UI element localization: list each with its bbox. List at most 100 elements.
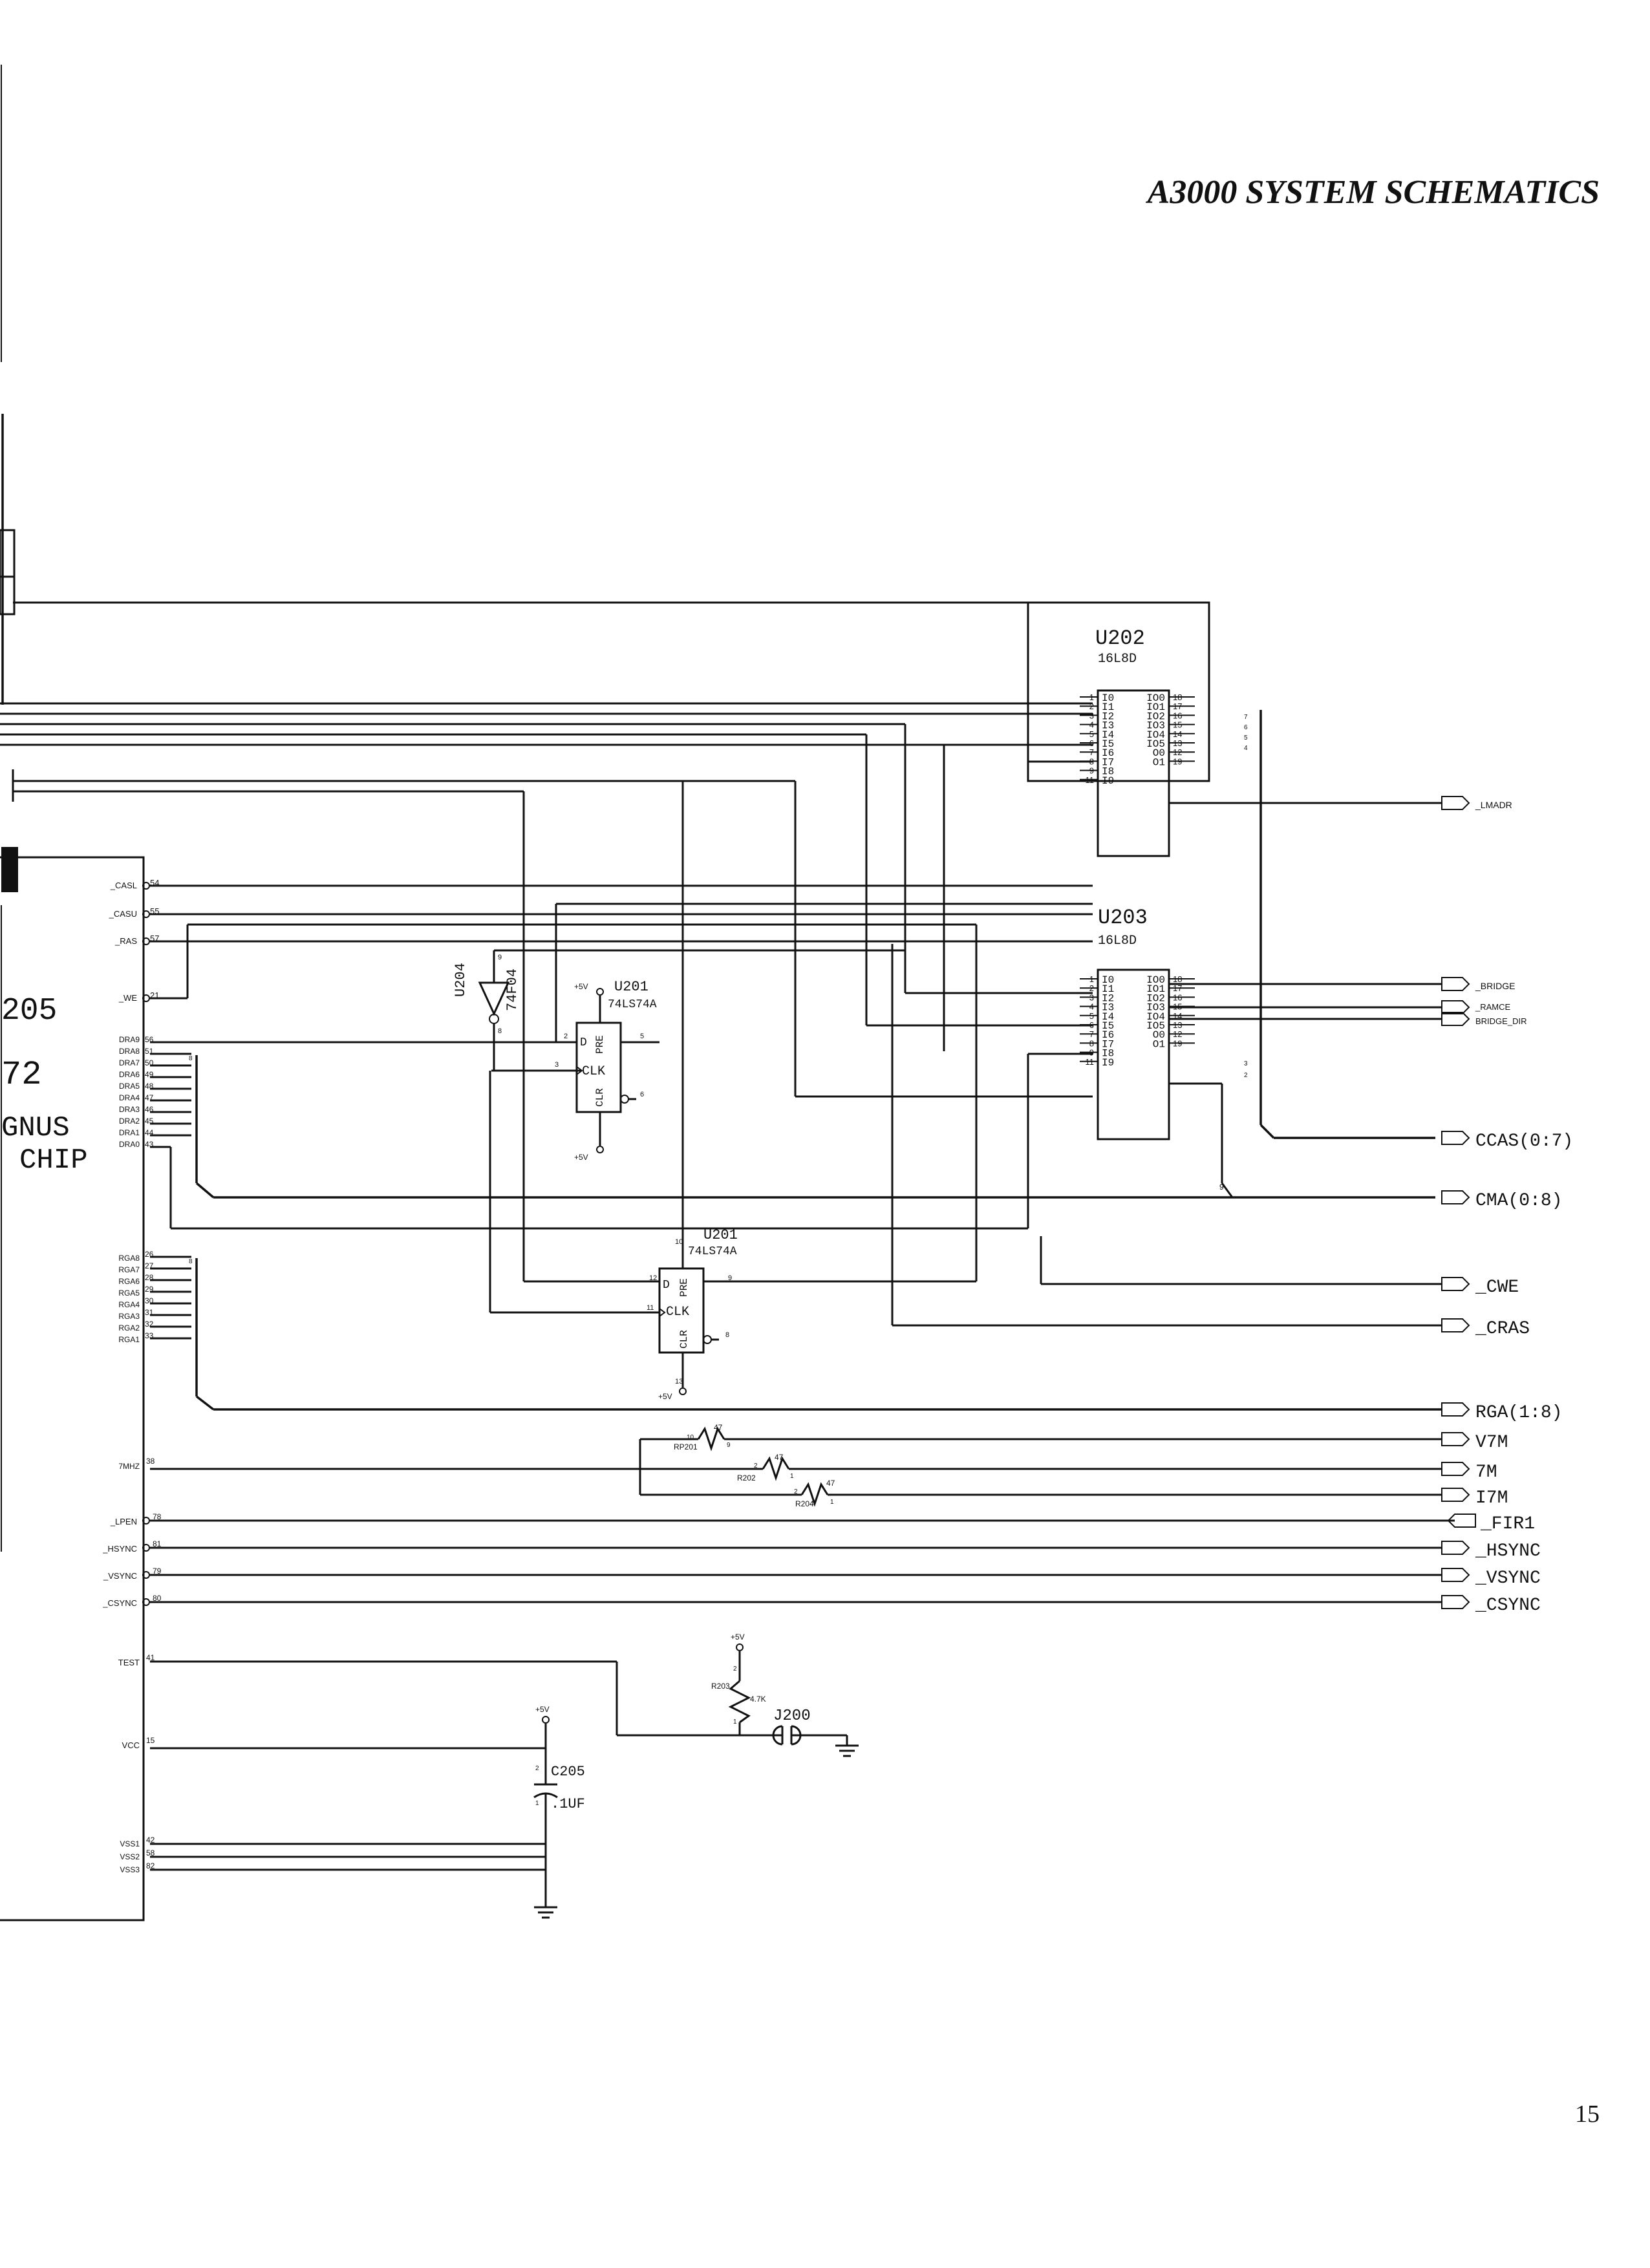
- bus-width: 6: [1244, 724, 1248, 731]
- ff-clr-label: CLR: [594, 1088, 606, 1107]
- ff-clr-label: CLR: [678, 1330, 690, 1349]
- ff-clk-label: CLK: [582, 1064, 605, 1079]
- pin-label: DRA2: [119, 1117, 140, 1126]
- agnus-name-1: GNUS: [1, 1112, 70, 1144]
- connector-hsync: _HSYNC: [1441, 1541, 1541, 1561]
- c205-pin-b: 1: [535, 1800, 539, 1807]
- rp201-pin-b: 9: [727, 1442, 731, 1449]
- connector-i7m: I7M: [1441, 1488, 1508, 1508]
- r203-ref: R203: [711, 1682, 730, 1691]
- pal-input-name: I4: [1102, 729, 1114, 741]
- pin-number: 80: [153, 1594, 162, 1603]
- agnus-name-2: CHIP: [19, 1144, 88, 1177]
- pin-label: VCC: [122, 1740, 140, 1750]
- pin-label: _VSYNC: [103, 1571, 137, 1581]
- u204-type: 74F04: [504, 968, 520, 1011]
- pal-input-pin: 9: [1089, 766, 1094, 776]
- pal-output-pin: 16: [1173, 711, 1182, 720]
- u201a-pin-clk: 3: [555, 1061, 559, 1069]
- pin-label: RGA1: [118, 1335, 140, 1344]
- pin-label: _WE: [118, 993, 138, 1003]
- u201b-type: 74LS74A: [688, 1245, 737, 1258]
- connector-label: I7M: [1475, 1488, 1508, 1508]
- connector-label: _BRIDGE: [1475, 981, 1515, 991]
- r204-pin-a: 2: [794, 1488, 798, 1495]
- connector-label: _RAMCE: [1475, 1002, 1511, 1012]
- pal-output-pin: 17: [1173, 701, 1182, 711]
- pin-number: 81: [153, 1539, 162, 1548]
- pal-input-pin: 11: [1086, 775, 1095, 785]
- u202-ref: U202: [1095, 626, 1145, 650]
- rp201-value: 47: [714, 1423, 723, 1432]
- pin-label: _CSYNC: [102, 1598, 137, 1608]
- connector-label: CMA(0:8): [1475, 1191, 1562, 1211]
- pin-label: _CASL: [110, 881, 137, 890]
- bus-width: 4: [1244, 745, 1248, 752]
- pal-input-pin: 8: [1089, 756, 1094, 766]
- pal-output-pin: 12: [1173, 747, 1182, 757]
- pal-input-pin: 5: [1089, 1011, 1094, 1021]
- pin-label: VSS3: [120, 1865, 140, 1874]
- pin-label: 7MHZ: [118, 1462, 140, 1471]
- pal-output-name: IO0: [1146, 974, 1165, 986]
- connector-ccas: CCAS(0:7): [1441, 1131, 1573, 1151]
- pal-input-pin: 7: [1089, 1029, 1094, 1039]
- u202-pal: U202 16L8D: [1027, 601, 1210, 857]
- ff-d-label: D: [663, 1279, 670, 1292]
- pin-label: VSS1: [120, 1839, 140, 1848]
- pal-output-pin: 18: [1173, 974, 1182, 984]
- pal-output-pin: 15: [1173, 720, 1182, 730]
- connector-label: _CSYNC: [1475, 1596, 1541, 1616]
- u201b-pin-pre: 10: [675, 1238, 683, 1246]
- connector-bridge-dir: BRIDGE_DIR: [1441, 1012, 1527, 1026]
- agnus-control-wires: [150, 724, 1093, 1283]
- pin-label: VSS2: [120, 1852, 140, 1861]
- connector-label: V7M: [1475, 1433, 1508, 1453]
- pal-output-name: IO1: [1146, 983, 1165, 995]
- pin-number: 79: [153, 1567, 162, 1576]
- pal-output-pin: 12: [1173, 1029, 1182, 1039]
- pal-output-name: O1: [1153, 1038, 1165, 1050]
- r202-value: 47: [775, 1453, 784, 1462]
- pal-input-pin: 2: [1089, 983, 1094, 993]
- pal-input-pin: 5: [1089, 729, 1094, 739]
- pal-output-name: IO3: [1146, 1002, 1165, 1014]
- pal-input-name: I1: [1102, 983, 1114, 995]
- pal-output-pin: 16: [1173, 992, 1182, 1002]
- connector-cras: _CRAS: [1441, 1318, 1530, 1339]
- connector-cwe: _CWE: [1441, 1277, 1519, 1298]
- sync-wires: [150, 1519, 1455, 1603]
- u202-type: 16L8D: [1098, 652, 1137, 667]
- r202-pin-a: 2: [754, 1462, 758, 1470]
- u204-pin-out: 8: [498, 1027, 502, 1035]
- pal-input-name: I8: [1102, 1048, 1114, 1060]
- pin-label: DRA1: [119, 1128, 140, 1137]
- pal-output-name: IO1: [1146, 701, 1165, 713]
- pal-output-pin: 13: [1173, 738, 1182, 748]
- pal-output-name: IO0: [1146, 692, 1165, 704]
- pal-input-name: I4: [1102, 1011, 1114, 1023]
- pin-label: TEST: [118, 1658, 140, 1667]
- pin-label: DRA0: [119, 1140, 140, 1149]
- ff-pre-label: PRE: [678, 1278, 690, 1297]
- pin-label: RGA7: [118, 1265, 140, 1274]
- pin-label: _RAS: [114, 936, 137, 946]
- pal-output-pin: 17: [1173, 983, 1182, 993]
- pin-label: DRA4: [119, 1093, 140, 1102]
- pal-input-pin: 7: [1089, 747, 1094, 757]
- pal-input-name: I2: [1102, 711, 1114, 722]
- u201a-pin-d: 2: [564, 1032, 568, 1040]
- pin-label: DRA6: [119, 1070, 140, 1079]
- r203-pin-b: 1: [733, 1718, 737, 1726]
- bus-width: 8: [189, 1055, 193, 1062]
- pal-input-pin: 2: [1089, 701, 1094, 711]
- r202-pin-b: 1: [790, 1473, 794, 1480]
- u201b-ref: U201: [703, 1227, 738, 1243]
- pin-label: DRA9: [119, 1035, 140, 1044]
- u201a-pin-q: 5: [640, 1032, 644, 1040]
- pal-output-name: IO2: [1146, 711, 1165, 722]
- r204-value: 47: [826, 1479, 835, 1488]
- connector-7m: 7M: [1441, 1462, 1497, 1482]
- pal-input-pin: 8: [1089, 1038, 1094, 1048]
- pal-input-pin: 4: [1089, 1002, 1094, 1012]
